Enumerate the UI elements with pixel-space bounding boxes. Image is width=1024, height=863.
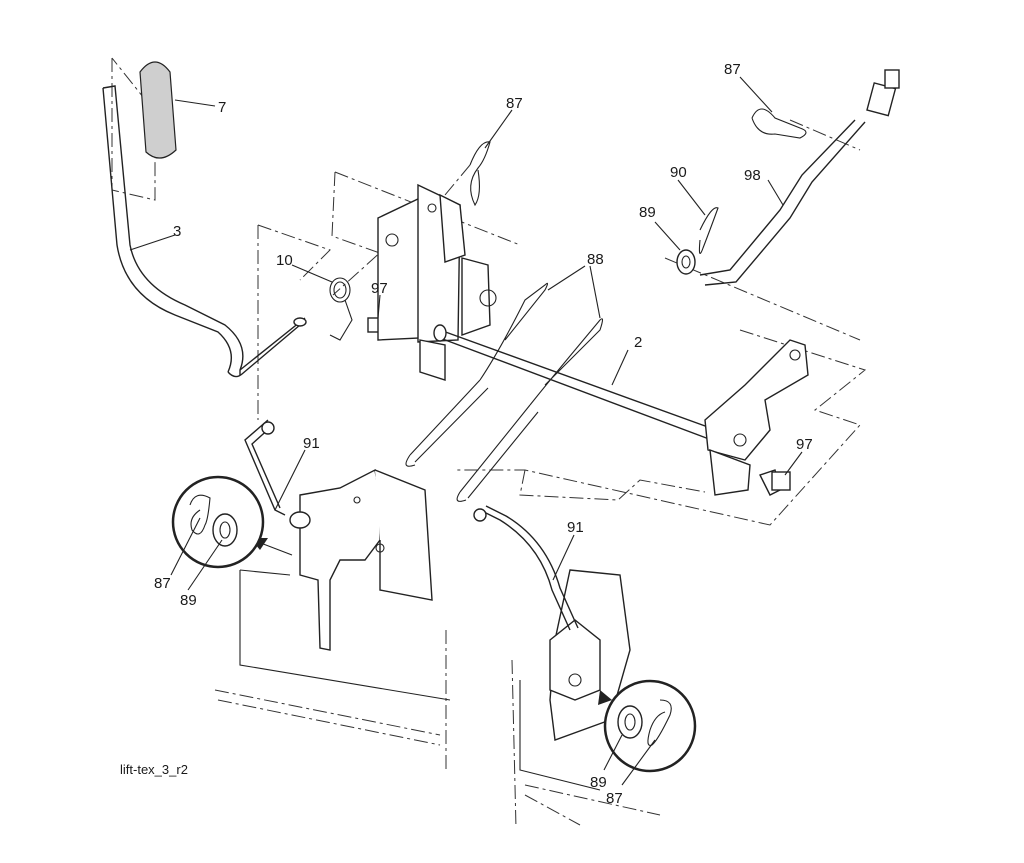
extension-springs [405,282,604,502]
figure-caption: lift-tex_3_r2 [120,762,188,777]
lift-handle [102,85,307,378]
right-deck-bracket [549,569,631,741]
callout-springs: 88 [587,251,604,268]
callout-labels: 7 3 10 97 87 88 2 97 91 91 87 90 89 98 8… [154,61,813,807]
center-bracket [377,183,497,381]
clip-top [469,141,491,207]
callout-spring: 10 [276,252,293,269]
callout-inset-right-washer: 89 [590,774,607,791]
callout-rod: 98 [744,167,761,184]
callout-inset-right-clip: 87 [606,790,623,807]
construction-lines [111,57,867,526]
hairpin-90 [698,207,719,254]
link-left [244,419,311,529]
washer-89-top [676,249,696,275]
callout-inset-left-washer: 89 [180,592,197,609]
callout-lift-handle: 3 [173,223,181,240]
leader-lines [129,76,803,786]
callout-clip-top: 87 [506,95,523,112]
callout-bolt-left: 97 [371,280,388,297]
inset-right [598,679,697,773]
callout-bolt-right: 97 [796,436,813,453]
clip-87-top-right [751,108,807,139]
right-shaft-bracket [704,339,809,496]
left-deck-bracket [299,468,433,651]
callout-link-left: 91 [303,435,320,452]
callout-hairpin: 90 [670,164,687,181]
inset-left [171,475,293,569]
handle-grip [139,61,177,159]
callout-link-right: 91 [567,519,584,536]
deck-right [511,659,661,829]
deck-left [214,569,451,770]
callout-handle-grip: 7 [218,99,226,116]
lift-shaft [433,324,731,446]
callout-clip-right-top: 87 [724,61,741,78]
torsion-spring [329,277,353,341]
bolt-right [759,469,791,496]
callout-inset-left-clip: 87 [154,575,171,592]
callout-washer-top: 89 [639,204,656,221]
adjust-rod [699,69,900,286]
link-right [473,505,579,631]
callout-lift-shaft: 2 [634,334,642,351]
